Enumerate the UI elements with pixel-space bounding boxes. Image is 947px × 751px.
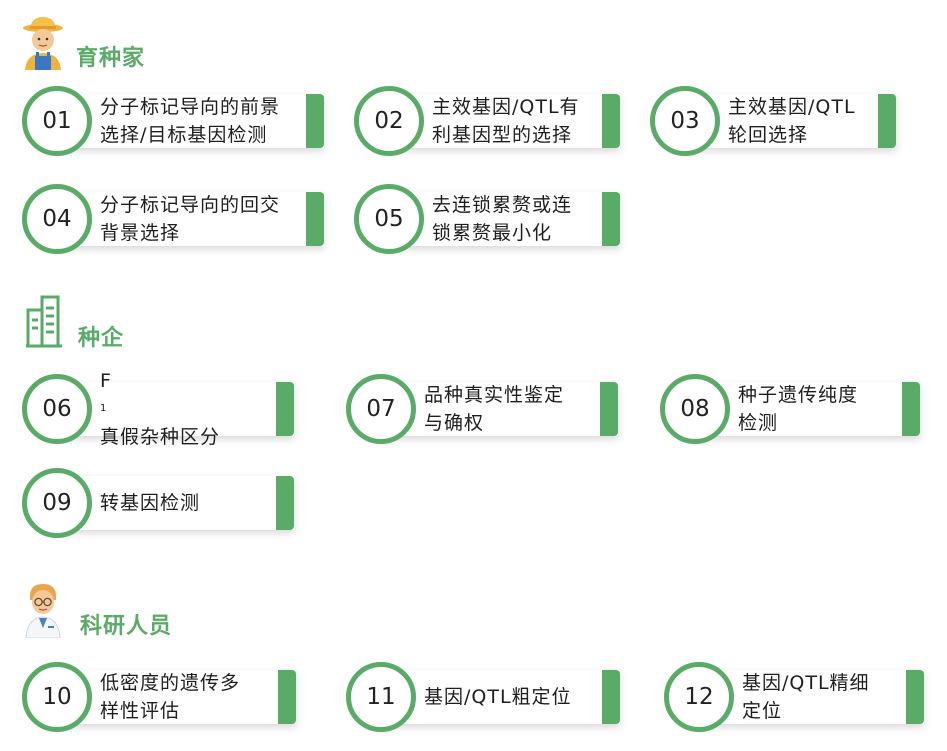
card-number: 03 [670,108,700,134]
card-number: 04 [42,206,72,232]
farmer-icon [22,14,64,74]
section-title-seed-company: 种企 [78,326,125,351]
card-label-line2: 检测 [738,412,779,434]
card-number: 05 [374,206,404,232]
card-label-line2: 选择/目标基因检测 [100,124,268,146]
card-label-line1: 品种真实性鉴定 [424,384,565,406]
card-label-line1: 主效基因/QTL有 [432,96,580,118]
card-label-line1: 去连锁累赘或连 [432,194,573,216]
card-label-line1: 低密度的遗传多 [100,672,241,694]
card-label-line1: 转基因检测 [100,492,201,514]
card-number: 07 [366,396,396,422]
card-08[interactable]: 08 种子遗传纯度检测 [660,374,920,444]
card-number: 02 [374,108,404,134]
card-12[interactable]: 12 基因/QTL精细定位 [664,662,924,732]
card-label-line2: 背景选择 [100,222,181,244]
card-number: 01 [42,108,72,134]
card-label-line2: 定位 [742,700,783,722]
card-09[interactable]: 09 转基因检测 [22,468,294,538]
card-number: 08 [680,396,710,422]
card-02[interactable]: 02 主效基因/QTL有利基因型的选择 [354,86,620,156]
card-01[interactable]: 01 分子标记导向的前景选择/目标基因检测 [22,86,324,156]
section-title-breeder: 育种家 [76,46,146,71]
card-number: 06 [42,396,72,422]
card-label-line2: 利基因型的选择 [432,124,573,146]
card-label-line1: 种子遗传纯度 [738,384,859,406]
card-label-line1: 分子标记导向的前景 [100,96,281,118]
building-icon [26,294,62,352]
section-title-researcher: 科研人员 [80,614,173,639]
card-number: 09 [42,490,72,516]
card-11[interactable]: 11 基因/QTL粗定位 [346,662,620,732]
card-label-line2: 轮回选择 [728,124,809,146]
card-number: 12 [684,684,714,710]
researcher-icon [24,582,62,642]
card-03[interactable]: 03 主效基因/QTL 轮回选择 [650,86,896,156]
card-label-line2: 与确权 [424,412,485,434]
card-label-line1: 基因/QTL精细 [742,672,870,694]
card-number: 10 [42,684,72,710]
card-label-line2: 锁累赘最小化 [432,222,553,244]
card-number: 11 [366,684,396,710]
card-04[interactable]: 04 分子标记导向的回交背景选择 [22,184,324,254]
card-10[interactable]: 10 低密度的遗传多样性评估 [22,662,296,732]
card-label-line1: 分子标记导向的回交 [100,194,281,216]
card-05[interactable]: 05 去连锁累赘或连锁累赘最小化 [354,184,620,254]
card-label-line1: 基因/QTL粗定位 [424,686,572,708]
card-07[interactable]: 07 品种真实性鉴定与确权 [346,374,618,444]
card-label-line2: 样性评估 [100,700,181,722]
card-label-line1: 主效基因/QTL [728,96,856,118]
